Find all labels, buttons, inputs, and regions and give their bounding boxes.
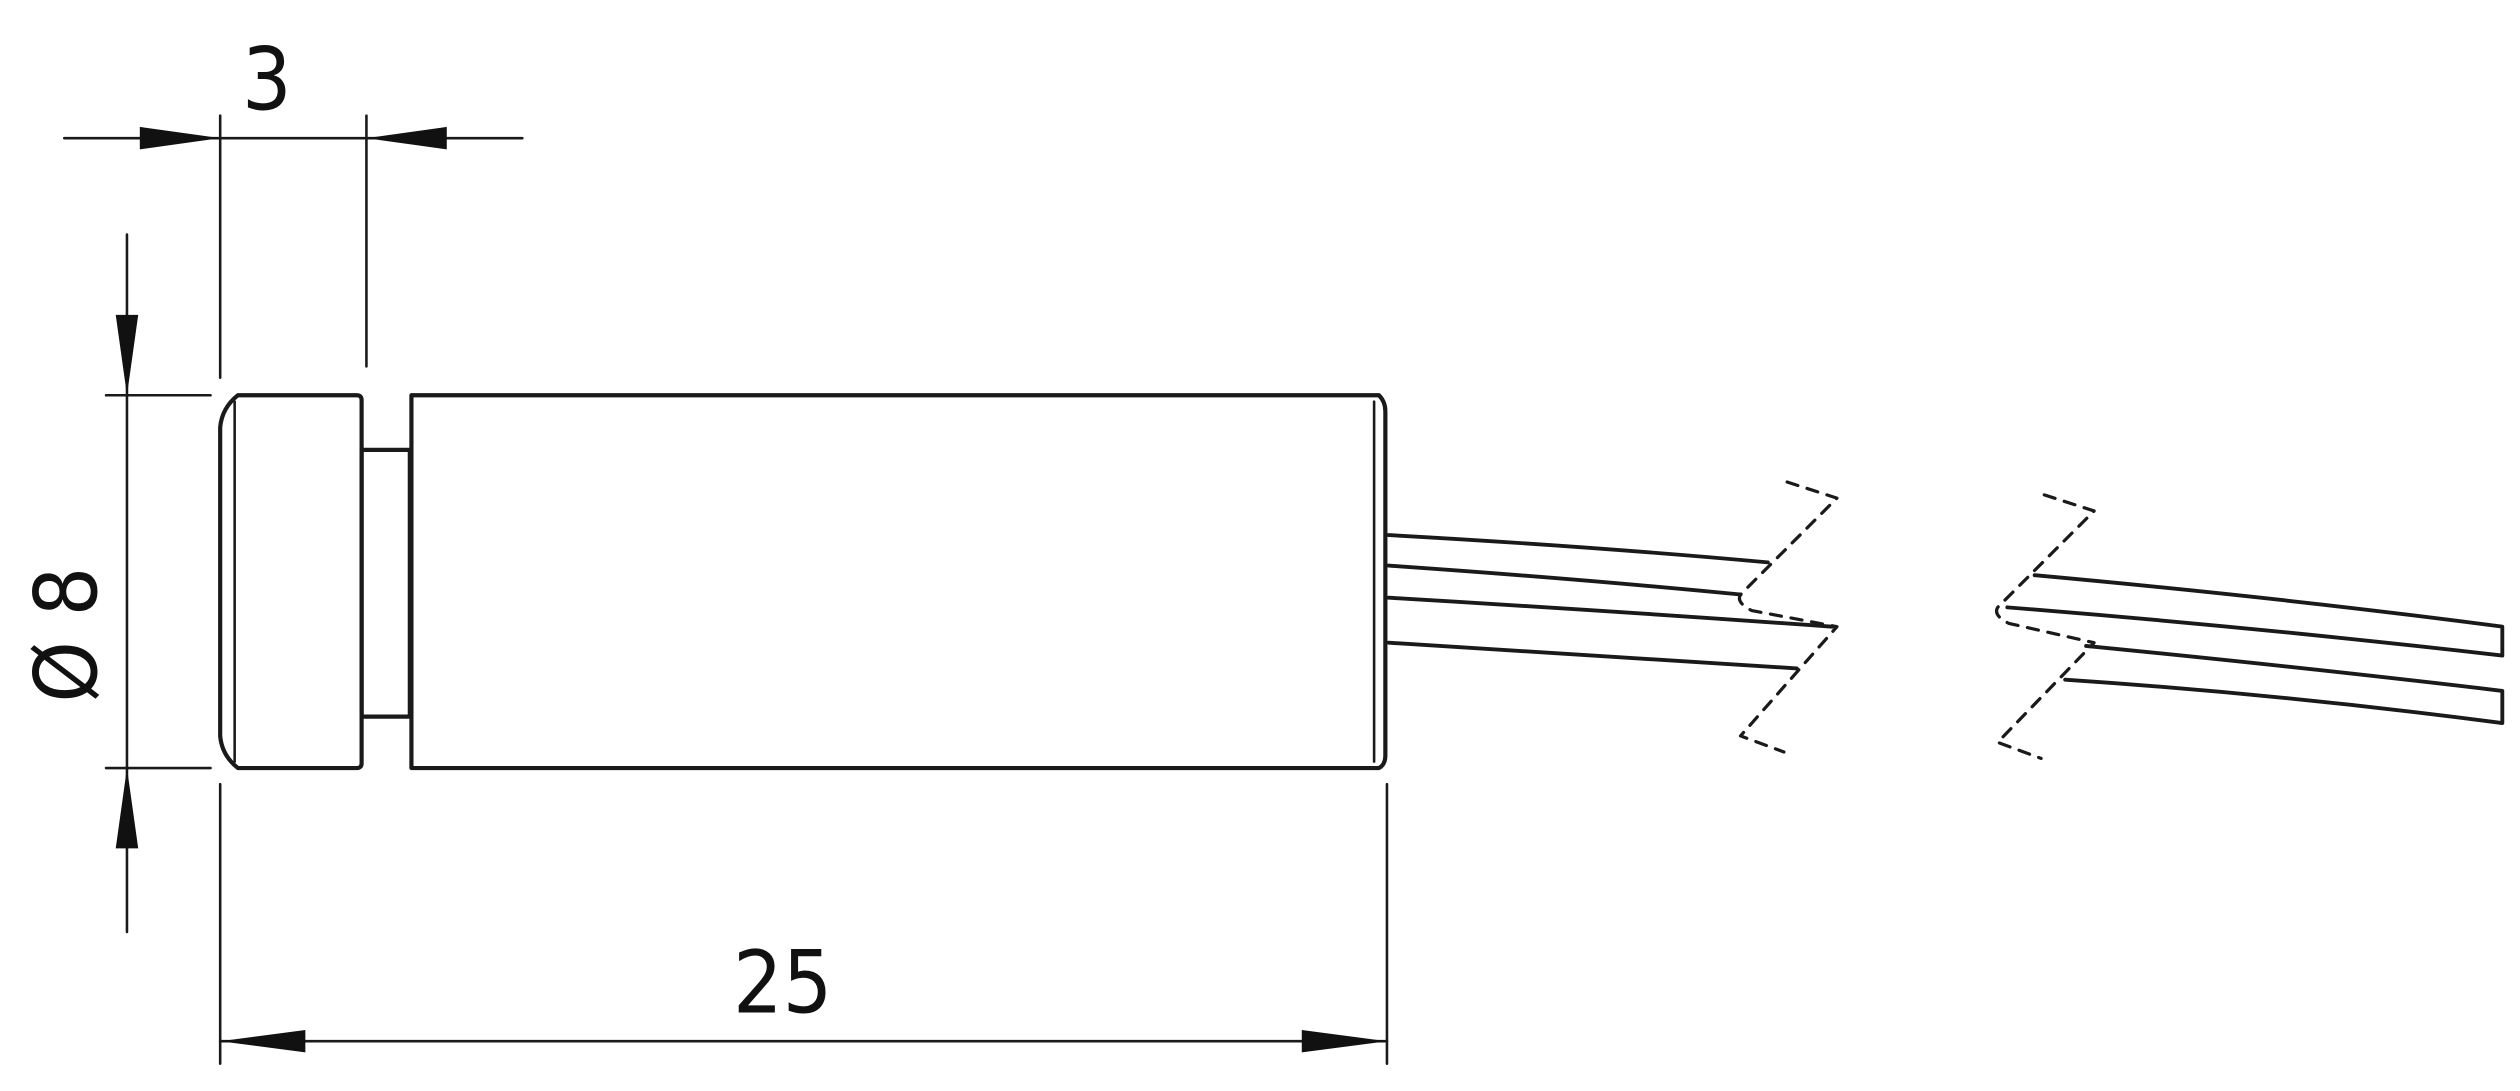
break-line <box>1994 493 2096 761</box>
arrow-right-icon <box>1301 1029 1387 1053</box>
cap-length-label: 3 <box>242 29 292 130</box>
arrow-right-icon <box>139 126 221 150</box>
main-housing <box>409 393 1388 771</box>
break-line <box>1737 480 1839 754</box>
arrow-down-icon <box>115 314 139 396</box>
arrow-left-icon <box>220 1029 306 1053</box>
total-length-dimension: 25 <box>218 782 1389 1065</box>
wire-leads-right <box>1994 493 2505 761</box>
total-length-label: 25 <box>733 932 832 1033</box>
cap-length-dimension: 3 <box>63 29 524 379</box>
arrow-up-icon <box>115 768 139 849</box>
neck <box>359 447 412 719</box>
diameter-label: Ø 8 <box>16 567 117 703</box>
front-cap <box>218 393 364 771</box>
diameter-dimension: Ø 8 <box>16 233 212 934</box>
arrow-left-icon <box>366 126 447 150</box>
laser-module-body <box>218 393 1388 771</box>
wire-leads-left <box>1386 480 1839 754</box>
